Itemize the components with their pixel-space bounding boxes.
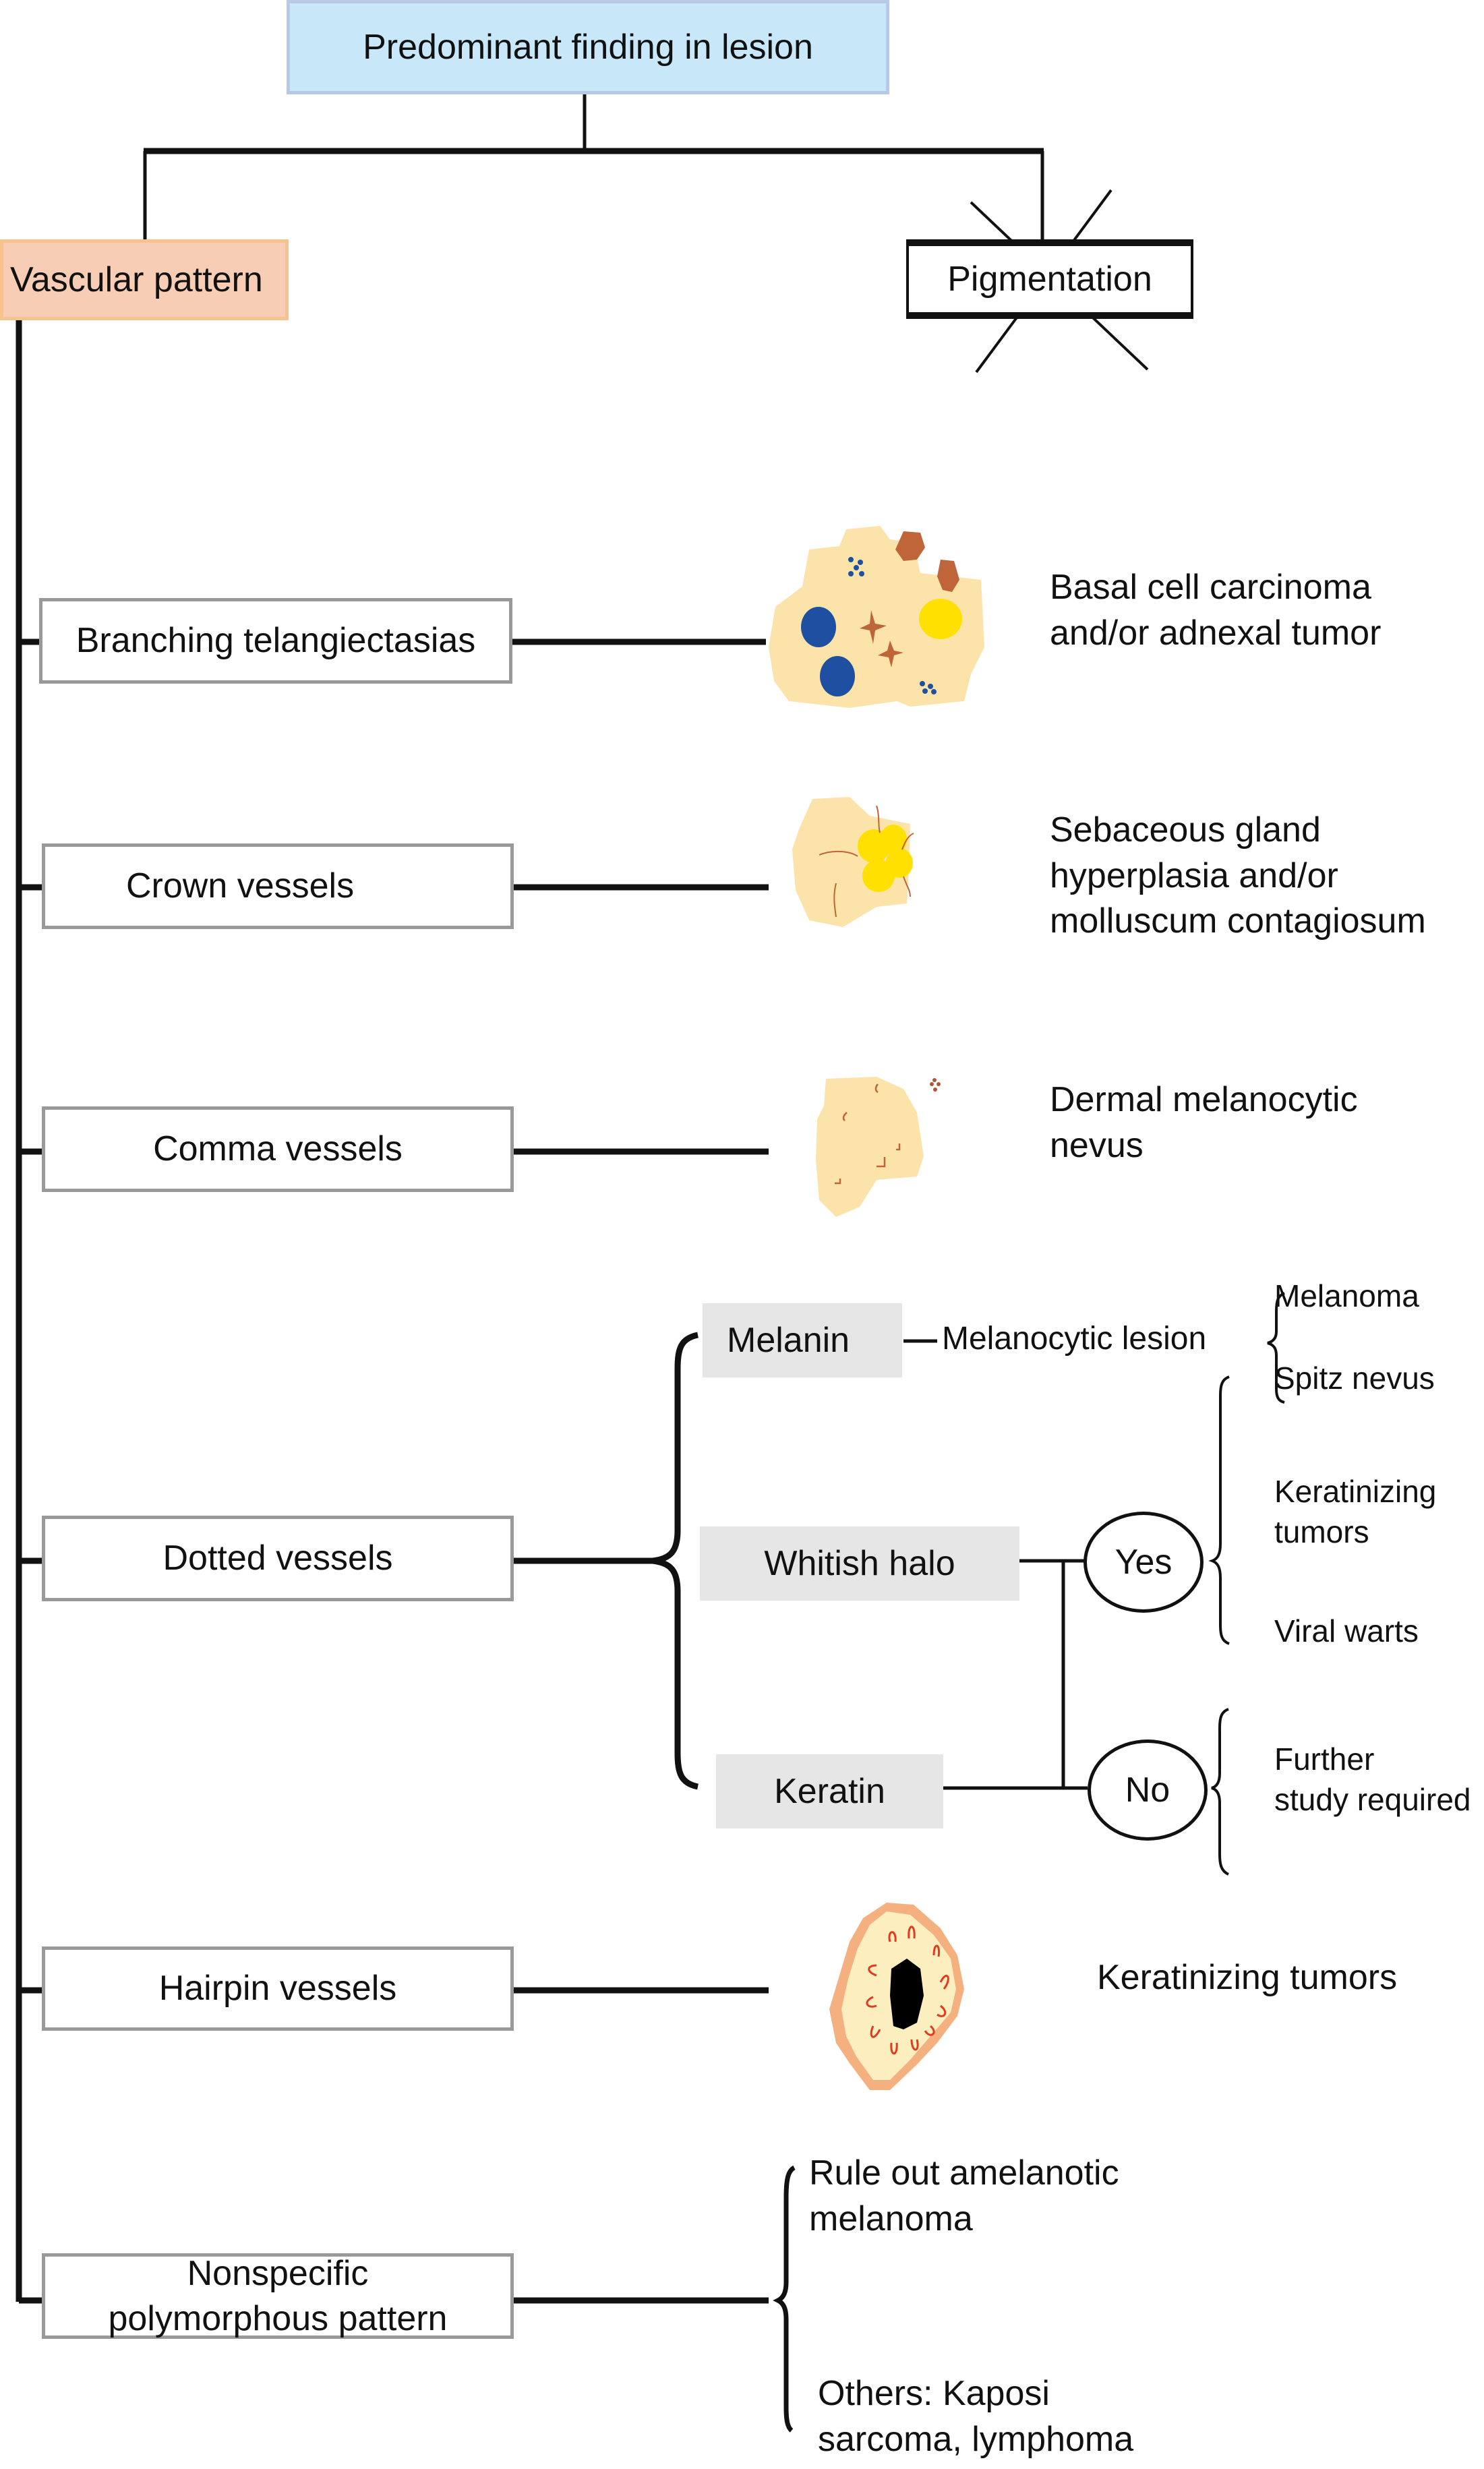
comma-vessels-lesion-icon	[816, 1077, 941, 1217]
result-branching: Basal cell carcinoma and/or adnexal tumo…	[1050, 565, 1381, 656]
pattern-dotted-vessels: Dotted vessels	[42, 1516, 514, 1601]
melanocytic-lesion-label: Melanocytic lesion	[942, 1321, 1207, 1357]
result-line: nevus	[1050, 1125, 1144, 1165]
yes-label: Yes	[1115, 1543, 1173, 1582]
result-line: and/or adnexal tumor	[1050, 613, 1382, 653]
result-line: Keratinizing tumors	[1097, 1958, 1398, 1997]
no-outcomes-brace	[1211, 1708, 1229, 1876]
melanin-outcomes-brace	[1267, 1292, 1285, 1404]
pattern-label-line-2: polymorphous pattern	[108, 2298, 448, 2338]
result-hairpin: Keratinizing tumors	[1097, 1955, 1397, 2001]
vascular-pattern-node: Vascular pattern	[0, 239, 289, 320]
outcome-melanoma: Melanoma	[1274, 1278, 1419, 1313]
root-node-label: Predominant finding in lesion	[363, 27, 813, 67]
melanin-label: Melanin	[727, 1320, 850, 1360]
result-line: hyperplasia and/or	[1050, 856, 1338, 895]
result-line: Sebaceous gland	[1050, 810, 1321, 850]
outcome-line: sarcoma, lymphoma	[818, 2419, 1134, 2459]
no-label: No	[1125, 1771, 1170, 1810]
outcome-spitz-nevus: Spitz nevus	[1274, 1361, 1435, 1396]
pattern-label: Branching telangiectasias	[76, 621, 476, 660]
pigmentation-label: Pigmentation	[947, 259, 1152, 299]
outcome-line: Rule out amelanotic	[809, 2153, 1119, 2193]
pattern-label: Comma vessels	[153, 1129, 403, 1168]
bcc-lesion-icon	[769, 526, 984, 708]
pattern-crown-vessels: Crown vessels	[42, 843, 514, 929]
outcome-line: tumors	[1274, 1514, 1369, 1549]
root-node: Predominant finding in lesion	[287, 0, 889, 94]
outcome-line: Keratinizing	[1274, 1474, 1437, 1509]
outcome-further-study: Further study required	[1274, 1739, 1471, 1820]
pattern-label: Crown vessels	[126, 866, 355, 905]
yes-outcomes-brace	[1208, 1375, 1230, 1645]
outcome-line: melanoma	[809, 2199, 973, 2238]
result-line: molluscum contagiosum	[1050, 901, 1426, 941]
hairpin-vessels-lesion-icon	[829, 1903, 964, 2090]
outcome-line: study required	[1274, 1781, 1471, 1817]
pigmentation-node: Pigmentation	[906, 239, 1193, 319]
no-node: No	[1088, 1739, 1208, 1841]
pattern-comma-vessels: Comma vessels	[42, 1106, 514, 1192]
outcome-keratinizing-tumors: Keratinizing tumors	[1274, 1472, 1436, 1553]
yes-node: Yes	[1084, 1512, 1204, 1613]
pattern-hairpin-vessels: Hairpin vessels	[42, 1946, 514, 2031]
vascular-pattern-label: Vascular pattern	[10, 260, 263, 299]
result-line: Basal cell carcinoma	[1050, 568, 1371, 607]
dotted-whitish-halo-node: Whitish halo	[700, 1526, 1019, 1601]
pattern-label: Dotted vessels	[162, 1539, 393, 1578]
pattern-label-line-1: Nonspecific	[187, 2253, 369, 2293]
dotted-melanin-node: Melanin	[703, 1303, 902, 1377]
outcome-line: Others: Kaposi	[818, 2374, 1050, 2413]
outcome-line: Viral warts	[1274, 1613, 1419, 1648]
pattern-branching-telangiectasias: Branching telangiectasias	[39, 598, 512, 684]
dotted-keratin-node: Keratin	[716, 1754, 943, 1828]
outcome-others-kaposi: Others: Kaposi sarcoma, lymphoma	[818, 2371, 1133, 2462]
outcome-line: Further	[1274, 1742, 1375, 1777]
crown-vessels-lesion-icon	[792, 797, 914, 927]
nonspecific-outcomes-brace	[773, 2165, 796, 2433]
result-crown: Sebaceous gland hyperplasia and/or mollu…	[1050, 808, 1426, 945]
pattern-label: Hairpin vessels	[158, 1969, 397, 2008]
outcome-rule-out-amelanotic: Rule out amelanotic melanoma	[809, 2151, 1119, 2242]
outcome-viral-warts: Viral warts	[1274, 1611, 1419, 1652]
pattern-nonspecific-polymorphous: Nonspecific polymorphous pattern	[42, 2253, 514, 2339]
whitish-halo-label: Whitish halo	[764, 1543, 955, 1583]
result-comma: Dermal melanocytic nevus	[1050, 1077, 1358, 1168]
dotted-brace	[652, 1332, 699, 1790]
result-line: Dermal melanocytic	[1050, 1080, 1358, 1119]
keratin-label: Keratin	[774, 1771, 885, 1811]
